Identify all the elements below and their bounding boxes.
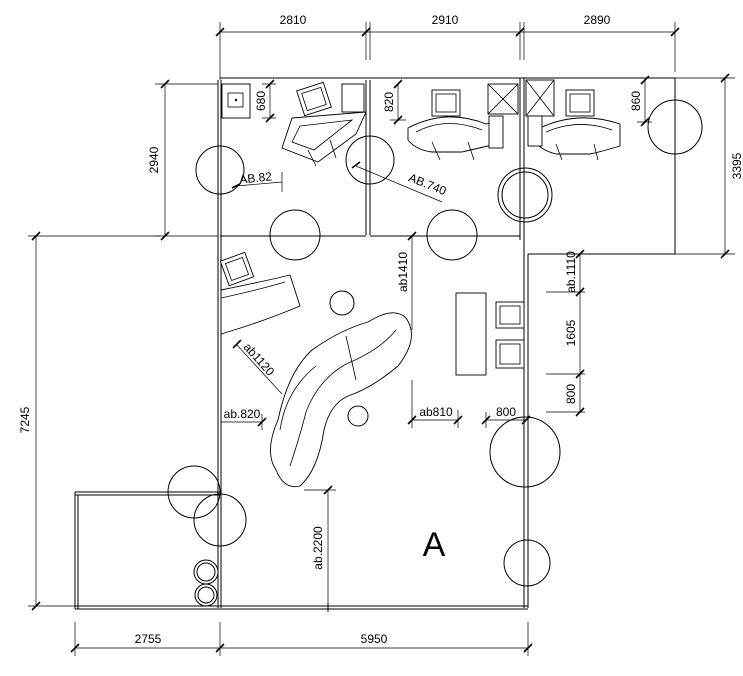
reception-furniture bbox=[219, 251, 525, 488]
meeting-chair-2 bbox=[495, 339, 525, 369]
ceiling-circles bbox=[167, 99, 703, 607]
circle-5 bbox=[497, 167, 553, 223]
dim-top-1: 2810 bbox=[280, 13, 307, 27]
dimension-labels: 2810 2910 2890 2940 7245 3395 2755 5950 … bbox=[18, 13, 743, 646]
circle-12 bbox=[194, 583, 218, 607]
wall-cabinet bbox=[341, 83, 365, 113]
dim-800-horizontal: 800 bbox=[496, 405, 516, 419]
circle-1 bbox=[195, 145, 245, 195]
office-3-furniture bbox=[525, 79, 621, 161]
dim-left-upper: 2940 bbox=[147, 146, 161, 173]
dim-1605: 1605 bbox=[564, 319, 578, 346]
dim-1120: ab1120 bbox=[241, 340, 278, 379]
dim-bottom-left: 2755 bbox=[135, 632, 162, 646]
circle-11-inner bbox=[196, 562, 216, 582]
dim-left-total: 7245 bbox=[18, 406, 32, 433]
dim-810: ab810 bbox=[419, 405, 453, 419]
circle-2 bbox=[345, 135, 395, 185]
circle-6 bbox=[647, 99, 703, 155]
circle-4 bbox=[426, 209, 478, 261]
office-2-furniture bbox=[407, 83, 519, 161]
office-1-furniture bbox=[221, 81, 367, 167]
dim-820: 820 bbox=[382, 92, 396, 112]
dimension-lines bbox=[28, 22, 735, 656]
dim-2200: ab.2200 bbox=[311, 526, 325, 570]
dim-1410: ab1410 bbox=[396, 252, 410, 292]
circle-10 bbox=[193, 493, 247, 547]
walls bbox=[74, 77, 676, 612]
circle-3 bbox=[269, 209, 321, 261]
dim-ab82: AB.82 bbox=[239, 169, 273, 186]
dim-1110: ab.1110 bbox=[564, 251, 578, 293]
dim-right-upper: 3395 bbox=[730, 152, 743, 179]
room-label: A bbox=[423, 526, 446, 564]
circle-8 bbox=[503, 539, 551, 587]
reception-counter bbox=[220, 274, 301, 335]
dim-680: 680 bbox=[254, 91, 268, 111]
circle-7 bbox=[489, 416, 561, 488]
desk-office-1 bbox=[281, 111, 367, 163]
meeting-table bbox=[455, 292, 487, 376]
circle-small-2 bbox=[347, 405, 369, 427]
dim-ab740: AB.740 bbox=[407, 170, 449, 198]
dim-top-3: 2890 bbox=[584, 13, 611, 27]
desk-office-3 bbox=[533, 117, 621, 155]
dim-860: 860 bbox=[629, 91, 643, 111]
dim-800-vertical: 800 bbox=[564, 384, 578, 404]
desk-office-2 bbox=[407, 116, 501, 153]
dim-820-horizontal: ab.820 bbox=[224, 407, 261, 421]
chair-office-1 bbox=[296, 81, 332, 117]
s-shaped-bench bbox=[270, 312, 412, 488]
dim-bottom-right: 5950 bbox=[361, 632, 388, 646]
circle-small-1 bbox=[329, 290, 355, 316]
circle-5-inner bbox=[501, 171, 549, 219]
reception-chair bbox=[219, 251, 255, 287]
circle-12-inner bbox=[197, 586, 215, 604]
dim-top-2: 2910 bbox=[432, 13, 459, 27]
circle-11 bbox=[193, 559, 219, 585]
